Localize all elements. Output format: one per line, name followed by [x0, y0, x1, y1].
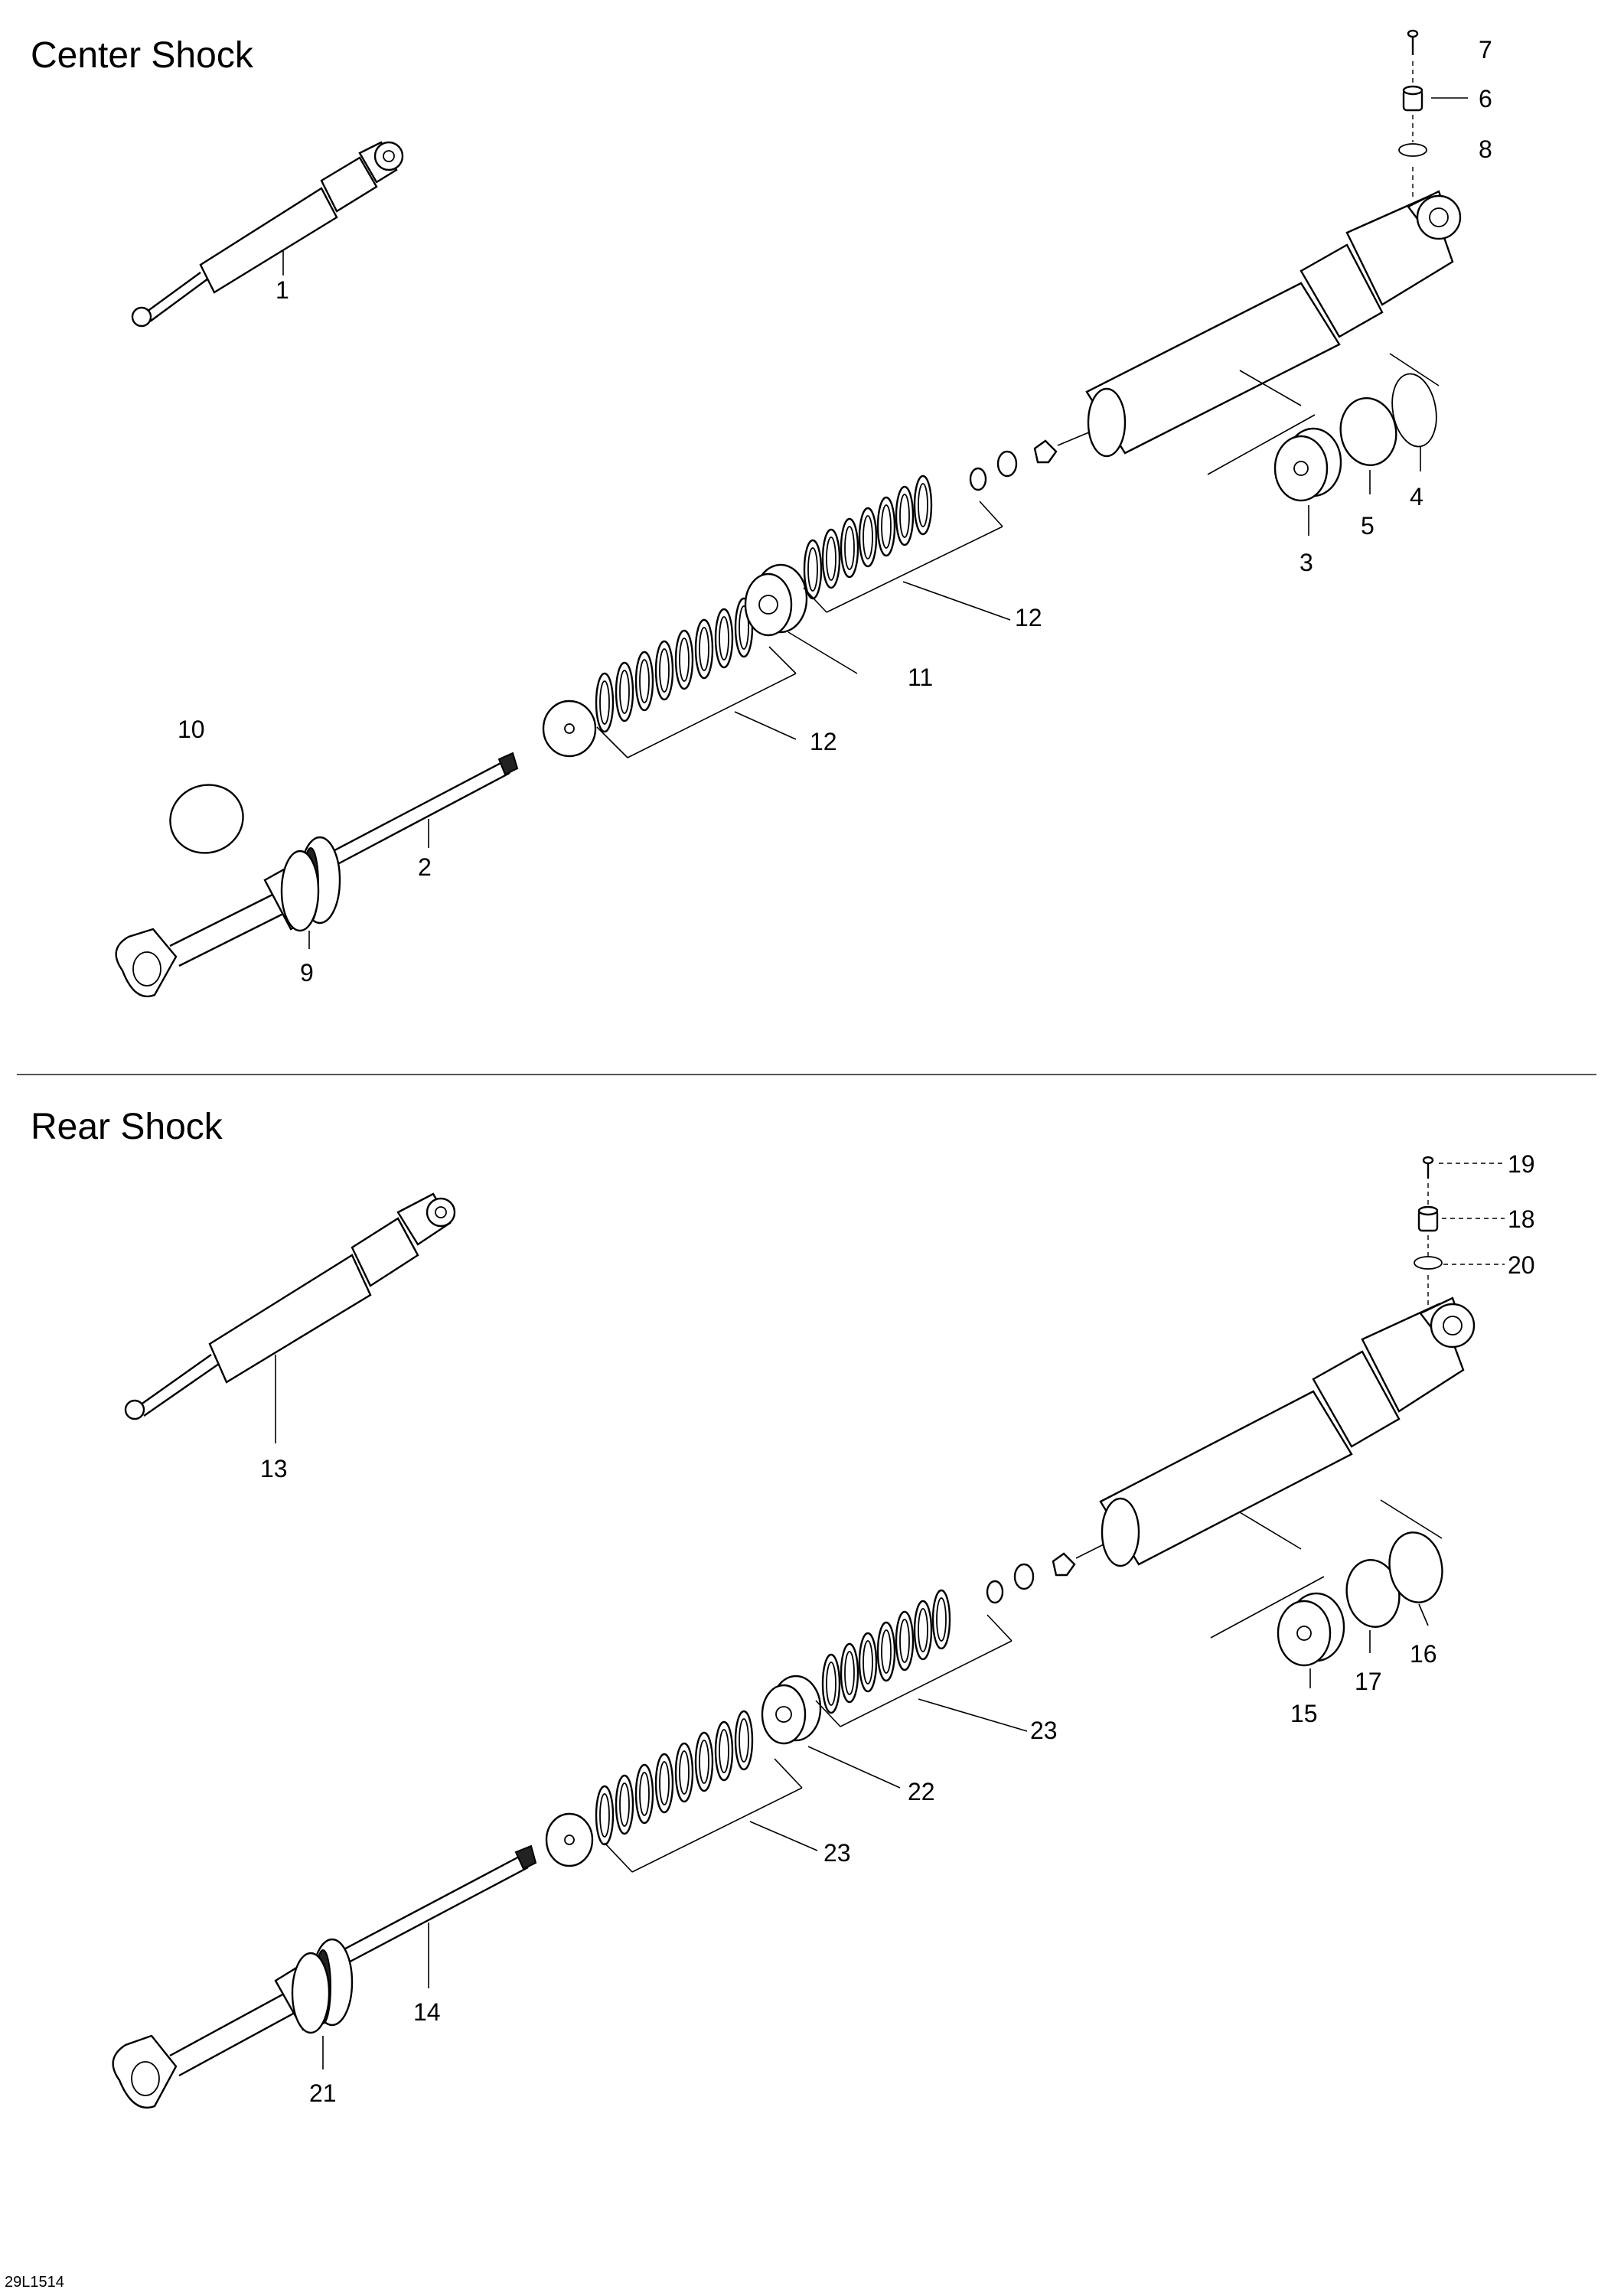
section-title: Center Shock	[31, 35, 254, 76]
callout-1: 1	[276, 276, 289, 304]
center-shock-section: Center Shock	[31, 29, 1492, 998]
callout-13: 13	[260, 1455, 288, 1482]
callout-15: 15	[1290, 1700, 1318, 1727]
callout-9: 9	[300, 959, 314, 987]
shaft-bearing-seal	[263, 836, 341, 932]
spring-adjuster	[744, 563, 808, 637]
washers-and-nut	[969, 429, 1095, 491]
callout-16: 16	[1410, 1640, 1437, 1668]
rear-shock-section: Rear Shock	[31, 1107, 1535, 2108]
callout-12-upper: 12	[1015, 604, 1042, 631]
callout-6: 6	[1479, 85, 1492, 113]
shaft-bearing-seal	[274, 1938, 354, 2034]
callout-5: 5	[1361, 512, 1375, 540]
drawing-number: 29L1514	[5, 2274, 64, 2291]
assembled-shock-thumbnail	[131, 141, 404, 328]
callout-3: 3	[1300, 549, 1313, 576]
shock-shaft	[112, 1844, 537, 2108]
retaining-ring	[169, 784, 244, 854]
callout-17: 17	[1355, 1668, 1382, 1695]
spring-adjuster	[761, 1675, 822, 1745]
callout-21: 21	[309, 2079, 337, 2107]
shock-shaft	[115, 752, 519, 998]
top-fittings	[1398, 29, 1427, 157]
callout-22: 22	[908, 1778, 935, 1805]
callout-12-lower: 12	[810, 728, 837, 755]
callout-18: 18	[1508, 1205, 1535, 1233]
assembled-shock-thumbnail	[124, 1192, 456, 1420]
callout-23-upper: 23	[1030, 1717, 1058, 1744]
callout-20: 20	[1508, 1251, 1535, 1279]
reservoir-parts	[1277, 1531, 1443, 1667]
upper-spring	[821, 1589, 951, 1714]
callout-7: 7	[1479, 36, 1492, 64]
callout-2: 2	[418, 853, 432, 881]
top-fittings	[1414, 1156, 1505, 1270]
callout-23-lower: 23	[823, 1839, 851, 1867]
shock-body-cylinder	[1085, 167, 1462, 458]
lower-spring	[542, 597, 754, 758]
callout-19: 19	[1508, 1150, 1535, 1178]
washers-and-nut	[986, 1542, 1107, 1604]
callout-10: 10	[178, 716, 205, 743]
upper-spring	[803, 475, 933, 600]
shock-body-cylinder	[1099, 1275, 1476, 1567]
callout-14: 14	[413, 1998, 441, 2026]
callout-4: 4	[1410, 483, 1423, 510]
reservoir-parts	[1273, 373, 1437, 502]
lower-spring	[545, 1710, 754, 1867]
callout-8: 8	[1479, 135, 1492, 163]
callout-11: 11	[908, 664, 933, 691]
section-title: Rear Shock	[31, 1107, 223, 1147]
